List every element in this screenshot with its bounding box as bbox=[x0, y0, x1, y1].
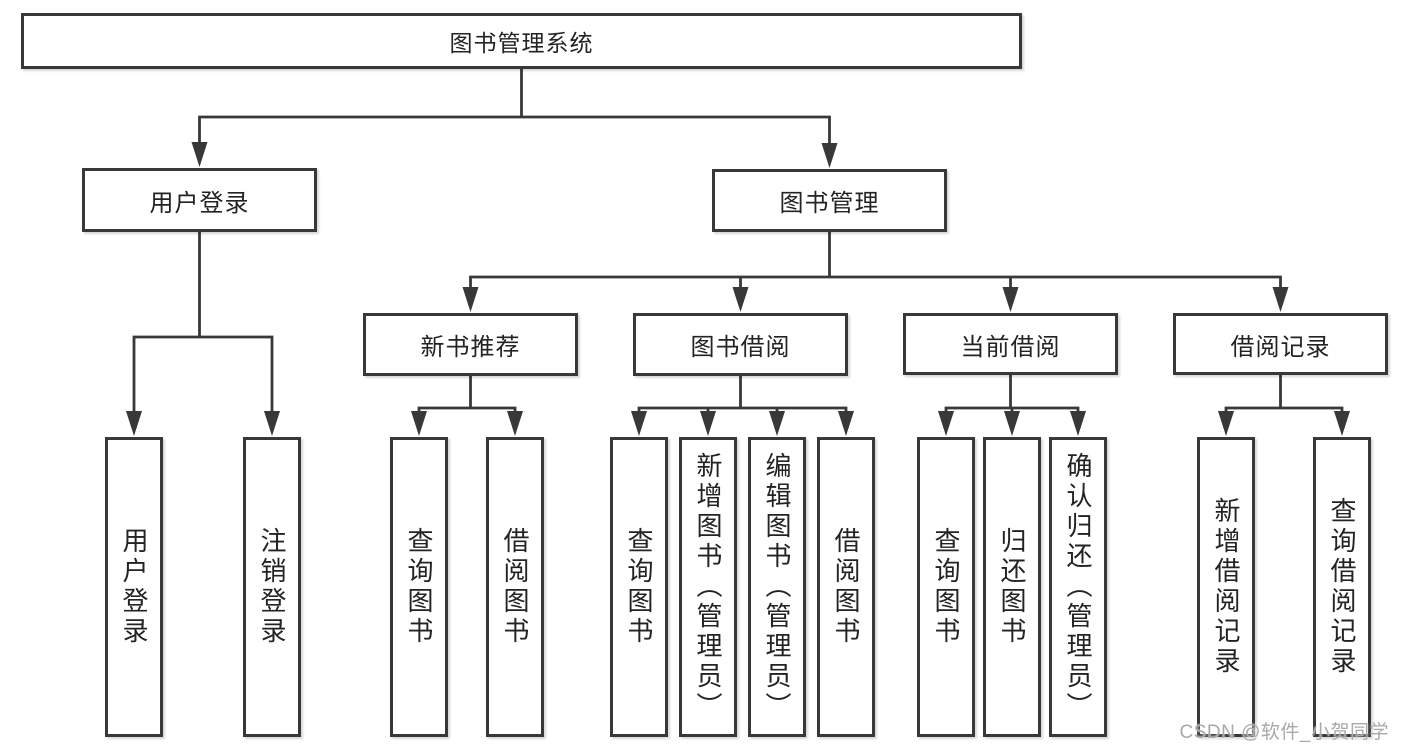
leaf-query-books-current: 查询图书 bbox=[917, 437, 975, 737]
leaf-return-book-label: 归还图书 bbox=[997, 527, 1027, 647]
node-system-root: 图书管理系统 bbox=[21, 13, 1022, 69]
node-borrow-records: 借阅记录 bbox=[1173, 313, 1388, 375]
node-system-root-label: 图书管理系统 bbox=[449, 30, 594, 56]
leaf-return-book: 归还图书 bbox=[983, 437, 1041, 737]
csdn-watermark: CSDN @软件_小贺同学 bbox=[1179, 722, 1389, 743]
node-new-book-recommend-label: 新书推荐 bbox=[420, 334, 521, 361]
leaf-logout-label: 注销登录 bbox=[257, 527, 287, 647]
leaf-query-borrow-record-label: 查询借阅记录 bbox=[1327, 497, 1357, 677]
leaf-query-books-newbooks-label: 查询图书 bbox=[404, 527, 434, 647]
leaf-borrow-books-newbooks: 借阅图书 bbox=[486, 437, 544, 737]
leaf-add-book-admin: 新增图书（管理员） bbox=[679, 437, 737, 737]
leaf-add-borrow-record-label: 新增借阅记录 bbox=[1211, 497, 1241, 677]
leaf-add-borrow-record: 新增借阅记录 bbox=[1197, 437, 1255, 737]
leaf-borrow-books-borrowing-label: 借阅图书 bbox=[831, 527, 861, 647]
leaf-user-login-label: 用户登录 bbox=[119, 527, 149, 647]
arrowheads bbox=[126, 142, 1350, 436]
leaf-query-books-borrowing: 查询图书 bbox=[610, 437, 668, 737]
leaf-user-login: 用户登录 bbox=[105, 437, 163, 737]
leaf-query-books-current-label: 查询图书 bbox=[931, 527, 961, 647]
leaf-query-books-borrowing-label: 查询图书 bbox=[624, 527, 654, 647]
leaf-query-books-newbooks: 查询图书 bbox=[390, 437, 448, 737]
node-book-management-label: 图书管理 bbox=[779, 190, 880, 217]
node-current-borrowing: 当前借阅 bbox=[903, 313, 1118, 375]
node-borrow-records-label: 借阅记录 bbox=[1230, 333, 1331, 361]
leaf-edit-book-admin-label: 编辑图书（管理员） bbox=[762, 452, 792, 722]
node-book-borrowing-label: 图书借阅 bbox=[690, 334, 791, 361]
node-book-management: 图书管理 bbox=[712, 169, 947, 232]
leaf-borrow-books-borrowing: 借阅图书 bbox=[817, 437, 875, 737]
leaf-confirm-return-admin-label: 确认归还（管理员） bbox=[1063, 452, 1093, 722]
node-user-login: 用户登录 bbox=[82, 168, 317, 232]
leaf-borrow-books-newbooks-label: 借阅图书 bbox=[500, 527, 530, 647]
leaf-confirm-return-admin: 确认归还（管理员） bbox=[1049, 437, 1107, 737]
leaf-add-book-admin-label: 新增图书（管理员） bbox=[693, 452, 723, 722]
node-book-borrowing: 图书借阅 bbox=[633, 313, 848, 376]
node-current-borrowing-label: 当前借阅 bbox=[960, 333, 1061, 361]
node-new-book-recommend: 新书推荐 bbox=[363, 313, 578, 376]
node-user-login-label: 用户登录 bbox=[149, 189, 250, 217]
leaf-logout: 注销登录 bbox=[243, 437, 301, 737]
leaf-edit-book-admin: 编辑图书（管理员） bbox=[748, 437, 806, 737]
leaf-query-borrow-record: 查询借阅记录 bbox=[1313, 437, 1371, 737]
